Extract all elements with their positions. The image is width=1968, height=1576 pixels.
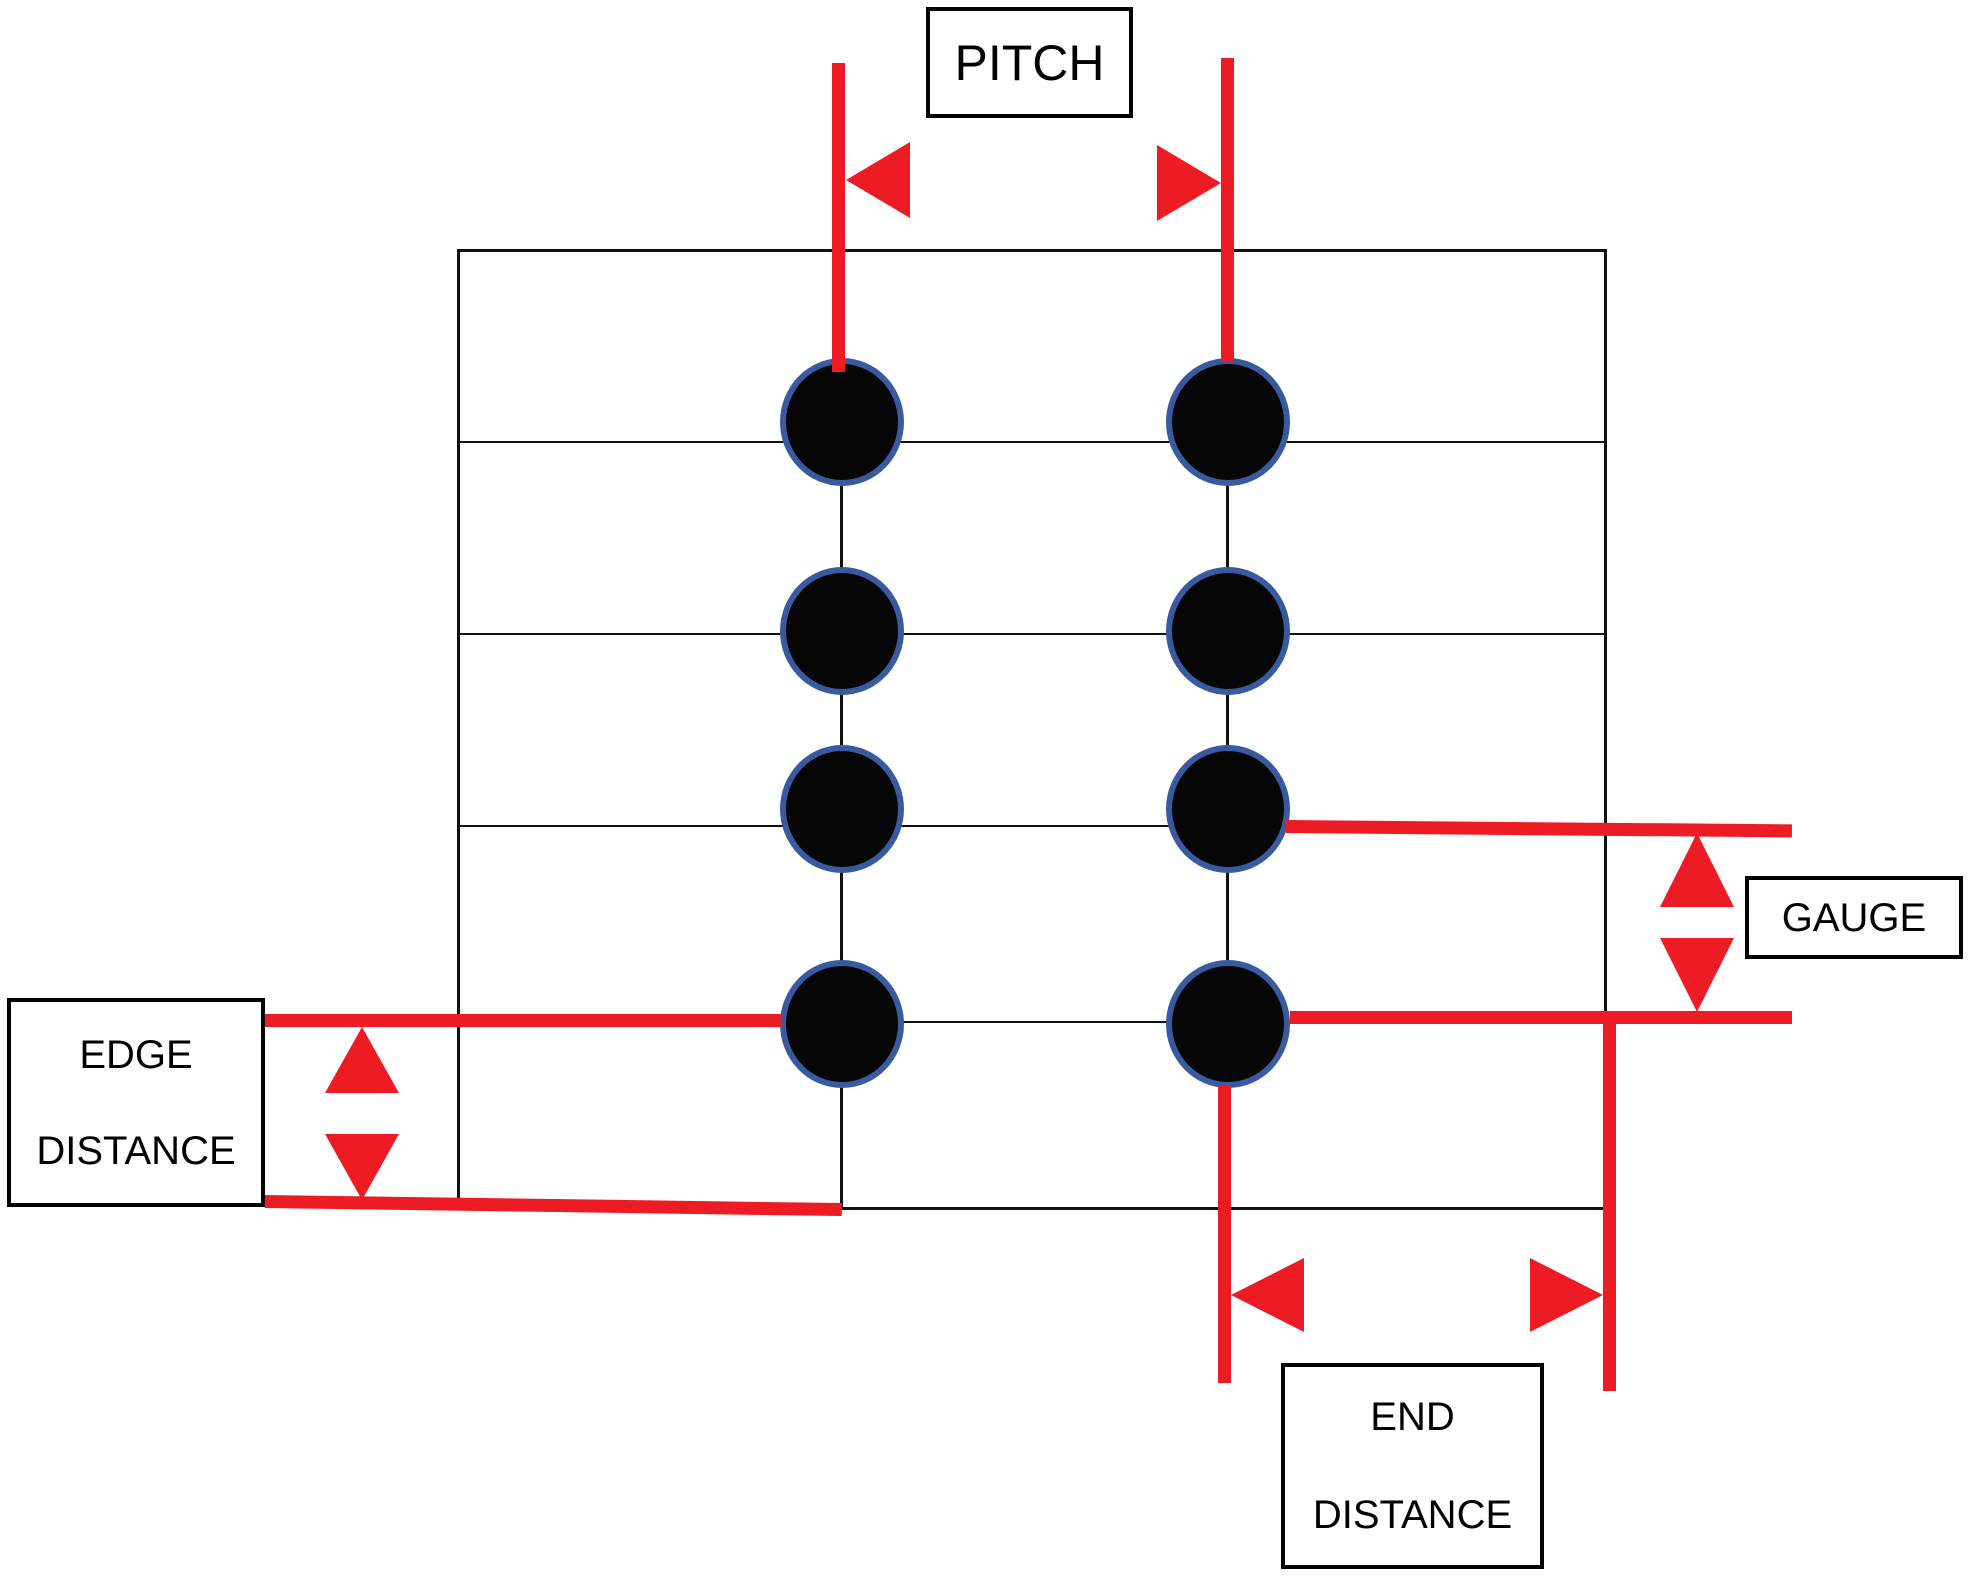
row-line-2 [457,633,1607,635]
end-distance-label-box: END DISTANCE [1281,1363,1544,1569]
edge-distance-up-arrowhead-icon [325,1027,399,1093]
gauge-label: GAUGE [1781,895,1927,940]
pitch-left-arrowhead-icon [846,142,910,218]
bolt [780,745,904,873]
pitch-extension-line-right [1221,58,1234,362]
pitch-label-box: PITCH [926,7,1133,118]
bolt [1166,567,1290,695]
row-line-1 [457,441,1607,443]
gauge-label-box: GAUGE [1745,876,1963,959]
row-line-4 [842,1021,1228,1023]
end-distance-right-arrowhead-icon [1530,1258,1603,1332]
end-distance-label-line2: DISTANCE [1312,1493,1513,1537]
bolt [780,358,904,486]
bolt [780,960,904,1088]
pitch-right-arrowhead-icon [1157,145,1221,221]
end-distance-extension-line-left [1218,1086,1231,1383]
end-distance-left-arrowhead-icon [1231,1258,1304,1332]
pitch-label: PITCH [954,34,1105,91]
end-distance-label-line1: END [1370,1395,1455,1439]
edge-distance-label-line1: EDGE [79,1032,193,1077]
gauge-reference-line-bottom [1290,1011,1792,1024]
bolt [1166,960,1290,1088]
edge-distance-down-arrowhead-icon [325,1134,399,1200]
pitch-extension-line-left [832,63,845,372]
edge-distance-label-box: EDGE DISTANCE [7,998,265,1207]
row-line-3 [457,825,1607,827]
end-distance-extension-line-right [1603,1012,1616,1391]
edge-distance-reference-line-top [265,1014,781,1027]
bolt [780,567,904,695]
bolt [1166,745,1290,873]
gauge-down-arrowhead-icon [1660,938,1734,1012]
plate-outline [457,249,1607,1210]
bolt [1166,358,1290,486]
gauge-up-arrowhead-icon [1660,833,1734,907]
edge-distance-label-line2: DISTANCE [36,1128,236,1173]
